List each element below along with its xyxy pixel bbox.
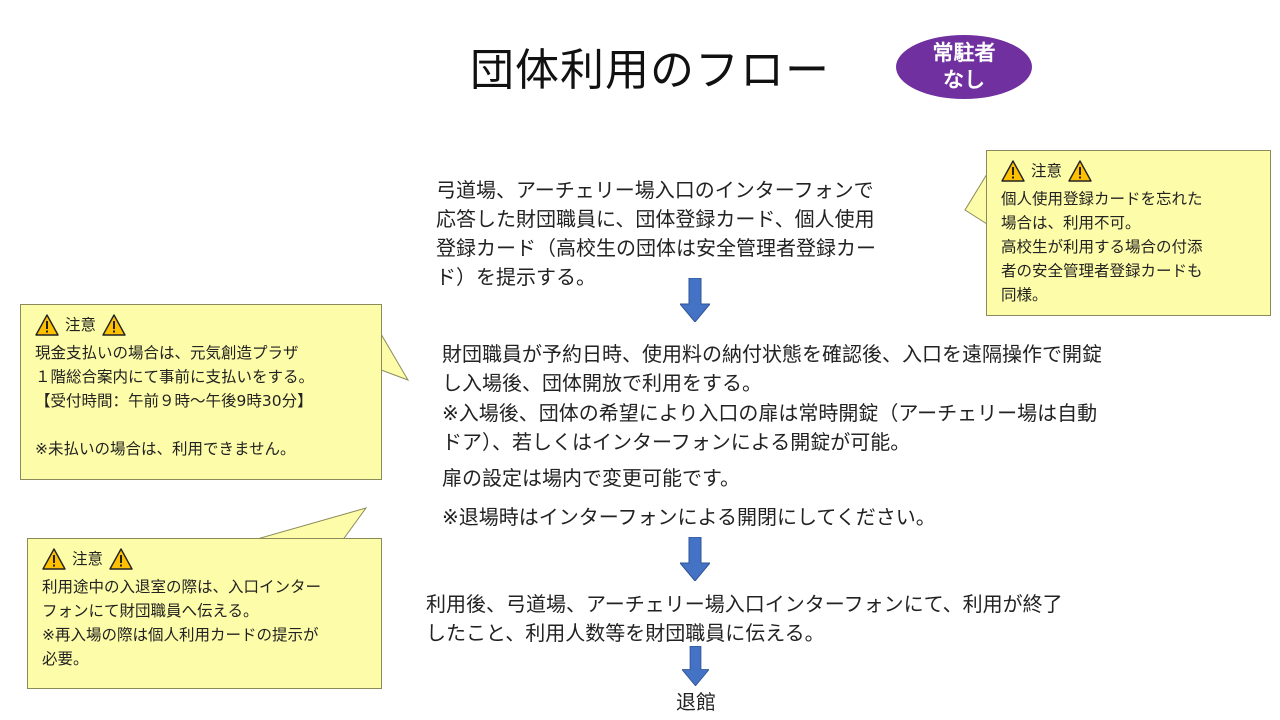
step-2-remote-unlock: 財団職員が予約日時、使用料の納付状態を確認後、入口を遠隔操作で開錠 し入場後、団… xyxy=(442,340,1102,398)
step-line: 財団職員が予約日時、使用料の納付状態を確認後、入口を遠隔操作で開錠 xyxy=(442,342,1102,366)
note-line: 【受付時間：午前９時～午後9時30分】 xyxy=(35,392,313,410)
note-spacer xyxy=(35,413,369,437)
step-line: 扉の設定は場内で変更可能です。 xyxy=(442,466,740,490)
warning-triangle-icon xyxy=(102,314,126,336)
arrow-down-icon xyxy=(680,537,710,581)
step-3-report-end: 利用後、弓道場、アーチェリー場入口インターフォンにて、利用が終了 したこと、利用… xyxy=(426,590,1063,648)
note-heading: 注意 xyxy=(42,547,369,571)
step-line: ド）を提示する。 xyxy=(436,265,596,289)
step-1-present-cards: 弓道場、アーチェリー場入口のインターフォンで 応答した財団職員に、団体登録カード… xyxy=(436,176,876,292)
step-2-door-setting: 扉の設定は場内で変更可能です。 xyxy=(442,464,740,493)
note-line: 必要。 xyxy=(42,650,89,668)
step-line: 応答した財団職員に、団体登録カード、個人使用 xyxy=(436,207,875,231)
step-2-exit-note: ※退場時はインターフォンによる開閉にしてください。 xyxy=(442,503,936,532)
badge-line-2: なし xyxy=(943,68,985,92)
step-line: 退館 xyxy=(676,690,716,714)
step-4-leave: 退館 xyxy=(676,688,716,717)
note-heading-label: 注意 xyxy=(72,550,104,568)
step-line: ドア）、若しくはインターフォンによる開錠が可能。 xyxy=(442,430,911,454)
note-callout-tail xyxy=(380,333,410,381)
note-heading: 注意 xyxy=(35,313,369,337)
step-line: ※入場後、団体の希望により入口の扉は常時開錠（アーチェリー場は自動 xyxy=(442,401,1098,425)
note-line: 高校生が利用する場合の付添 xyxy=(1001,238,1203,256)
step-line: し入場後、団体開放で利用をする。 xyxy=(442,371,762,395)
warning-triangle-icon xyxy=(1068,160,1092,182)
warning-triangle-icon xyxy=(1001,160,1025,182)
note-forgot-card: 注意 個人使用登録カードを忘れた 場合は、利用不可。 高校生が利用する場合の付添… xyxy=(986,150,1271,316)
note-line: フォンにて財団職員へ伝える。 xyxy=(42,602,259,620)
note-heading-label: 注意 xyxy=(1031,162,1063,180)
warning-triangle-icon xyxy=(35,314,59,336)
note-heading-label: 注意 xyxy=(65,316,97,334)
note-line: 個人使用登録カードを忘れた xyxy=(1001,190,1203,208)
step-line: 利用後、弓道場、アーチェリー場入口インターフォンにて、利用が終了 xyxy=(426,592,1063,616)
note-line: 利用途中の入退室の際は、入口インター xyxy=(42,578,322,596)
note-line: ※未払いの場合は、利用できません。 xyxy=(35,440,296,458)
note-line: ※再入場の際は個人利用カードの提示が xyxy=(42,626,319,644)
step-line: 弓道場、アーチェリー場入口のインターフォンで xyxy=(436,178,874,202)
page-title: 団体利用のフロー xyxy=(470,45,830,96)
note-line: 者の安全管理者登録カードも xyxy=(1001,262,1203,280)
note-callout-tail xyxy=(964,173,988,225)
step-line: したこと、利用人数等を財団職員に伝える。 xyxy=(426,621,825,645)
note-line: 現金支払いの場合は、元気創造プラザ xyxy=(35,344,299,362)
note-reentry: 注意 利用途中の入退室の際は、入口インター フォンにて財団職員へ伝える。 ※再入… xyxy=(27,538,382,689)
note-heading: 注意 xyxy=(1001,159,1258,183)
note-callout-tail xyxy=(249,507,368,542)
step-line: ※退場時はインターフォンによる開閉にしてください。 xyxy=(442,505,936,529)
note-payment: 注意 現金支払いの場合は、元気創造プラザ １階総合案内にて事前に支払いをする。 … xyxy=(20,304,382,480)
badge-line-1: 常駐者 xyxy=(932,41,996,65)
note-line: １階総合案内にて事前に支払いをする。 xyxy=(35,368,315,386)
no-staff-badge: 常駐者 なし xyxy=(896,35,1032,99)
warning-triangle-icon xyxy=(42,548,66,570)
arrow-down-icon xyxy=(680,278,710,322)
step-line: 登録カード（高校生の団体は安全管理者登録カー xyxy=(436,236,876,260)
warning-triangle-icon xyxy=(109,548,133,570)
arrow-down-icon xyxy=(682,646,709,686)
note-line: 場合は、利用不可。 xyxy=(1001,214,1141,232)
step-2-door-note: ※入場後、団体の希望により入口の扉は常時開錠（アーチェリー場は自動 ドア）、若し… xyxy=(442,399,1097,457)
note-line: 同様。 xyxy=(1001,286,1048,304)
